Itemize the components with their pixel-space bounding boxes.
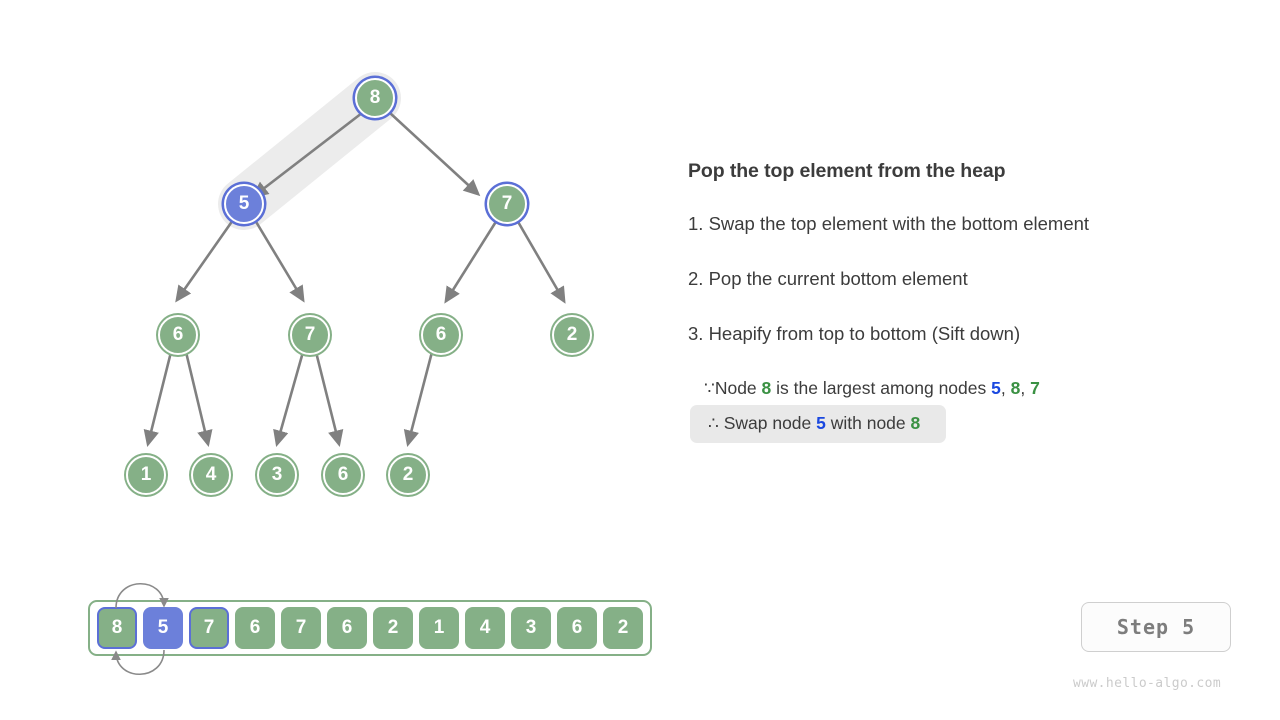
array-cell[interactable]: 6 <box>327 607 367 649</box>
tree-node-value: 6 <box>337 464 349 485</box>
array-cell-value: 2 <box>617 617 629 638</box>
tree-node[interactable]: 6 <box>421 315 461 355</box>
tree-edges-svg <box>143 72 566 448</box>
because-symbol: ∵ <box>704 379 715 398</box>
array-cell-value: 7 <box>203 617 215 638</box>
array-cell[interactable]: 8 <box>97 607 137 649</box>
array-container: 8 5 7 6 7 6 2 1 4 3 6 2 <box>88 600 652 656</box>
tree-node[interactable]: 7 <box>487 184 527 224</box>
explanation-panel: Pop the top element from the heap 1. Swa… <box>688 160 1248 443</box>
therefore-symbol: ∴ <box>708 414 719 433</box>
array-cell[interactable]: 7 <box>281 607 321 649</box>
tree-edges <box>143 111 566 448</box>
reason-line: ∵Node 8 is the largest among nodes 5, 8,… <box>704 378 1248 399</box>
array-cell[interactable]: 6 <box>557 607 597 649</box>
tree-node-value: 6 <box>435 324 447 345</box>
step-item-1: 1. Swap the top element with the bottom … <box>688 213 1090 234</box>
array-cell-value: 6 <box>341 617 353 638</box>
step-badge: Step 5 <box>1081 602 1231 652</box>
conclusion-text-2: Swap node <box>723 413 817 433</box>
array-cell-value: 2 <box>387 617 399 638</box>
page-title: Pop the top element from the heap <box>688 160 1006 182</box>
array-cell[interactable]: 6 <box>235 607 275 649</box>
tree-node[interactable]: 3 <box>257 455 297 495</box>
array-cell[interactable]: 2 <box>373 607 413 649</box>
array-cell[interactable]: 7 <box>189 607 229 649</box>
array-cell[interactable]: 1 <box>419 607 459 649</box>
conclusion-highlight: ∴ Swap node 5 with node 8 <box>690 405 947 443</box>
heap-tree-diagram: 8 5 7 6 7 6 2 1 4 3 6 2 <box>0 0 680 540</box>
tree-node[interactable]: 2 <box>552 315 592 355</box>
reason-number-2: 5 <box>991 378 1001 398</box>
tree-node-value: 5 <box>238 193 250 214</box>
tree-node[interactable]: 6 <box>158 315 198 355</box>
step-item-2: 2. Pop the current bottom element <box>688 268 968 289</box>
array-cell[interactable]: 4 <box>465 607 505 649</box>
reason-number-1: 8 <box>761 378 772 398</box>
tree-node[interactable]: 5 <box>224 184 264 224</box>
array-cell-value: 6 <box>249 617 261 638</box>
array-cell-value: 3 <box>525 617 537 638</box>
conclusion-text-3: with node <box>825 413 911 433</box>
tree-node-value: 7 <box>304 324 316 345</box>
tree-node[interactable]: 6 <box>323 455 363 495</box>
tree-node-value: 4 <box>205 464 217 485</box>
tree-node-value: 7 <box>501 193 513 214</box>
array-cell[interactable]: 2 <box>603 607 643 649</box>
heap-array-view: 8 5 7 6 7 6 2 1 4 3 6 2 <box>88 583 668 675</box>
tree-node-value: 8 <box>369 87 381 108</box>
reason-number-4: 7 <box>1030 378 1040 398</box>
step-item-3: 3. Heapify from top to bottom (Sift down… <box>688 323 1021 344</box>
tree-node[interactable]: 2 <box>388 455 428 495</box>
watermark: www.hello-algo.com <box>1073 676 1222 691</box>
reason-text-2: is the largest among nodes <box>771 378 992 398</box>
array-cell-value: 7 <box>295 617 307 638</box>
tree-node-value: 2 <box>566 324 578 345</box>
array-cell[interactable]: 5 <box>143 607 183 649</box>
reason-text-3: , <box>1000 378 1011 398</box>
array-cell-value: 5 <box>157 617 169 638</box>
tree-node[interactable]: 4 <box>191 455 231 495</box>
tree-node-value: 1 <box>140 464 152 485</box>
conclusion-number-1: 5 <box>816 413 826 433</box>
tree-node-value: 3 <box>271 464 283 485</box>
array-cell-value: 4 <box>479 617 491 638</box>
tree-node[interactable]: 1 <box>126 455 166 495</box>
reason-text-4: , <box>1020 378 1031 398</box>
array-cell-value: 8 <box>111 617 123 638</box>
reason-number-3: 8 <box>1010 378 1021 398</box>
conclusion-line: ∴ Swap node 5 with node 8 <box>708 413 920 434</box>
array-cell-value: 1 <box>433 617 445 638</box>
tree-node[interactable]: 8 <box>355 78 395 118</box>
array-cell[interactable]: 3 <box>511 607 551 649</box>
conclusion-number-2: 8 <box>910 413 921 433</box>
array-cell-value: 6 <box>571 617 583 638</box>
tree-node-value: 2 <box>402 464 414 485</box>
tree-node-value: 6 <box>172 324 184 345</box>
reason-text-1: Node <box>714 378 762 398</box>
tree-node[interactable]: 7 <box>290 315 330 355</box>
